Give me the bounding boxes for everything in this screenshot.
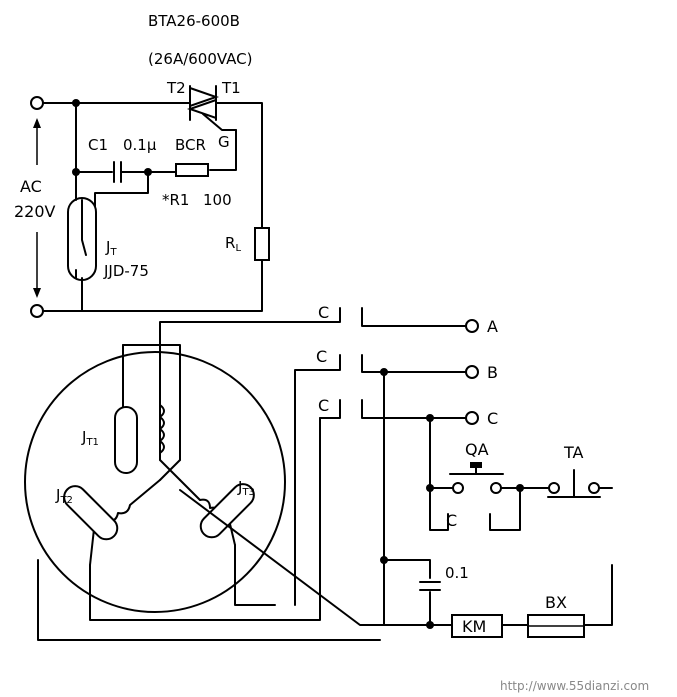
phase-c-motor-wire (319, 399, 341, 419)
jt2-return-lead (37, 559, 381, 641)
control-circuit: 0.1 QA C TA KM (379, 371, 613, 638)
ac-voltage-arrow (33, 118, 41, 298)
jt1-label: JT1 (81, 428, 99, 448)
ac-label: AC (20, 177, 42, 196)
ac-terminal-bottom (30, 304, 44, 318)
qa-label: QA (465, 440, 489, 459)
jt-model-label: JJD-75 (103, 262, 149, 280)
triac-control-circuit: AC 220V BTA26-600B (26A/600VAC) T2 T1 G … (14, 12, 270, 318)
thermal-switch-jt (67, 197, 97, 281)
rl-label: RL (225, 234, 241, 254)
ta-pushbutton[interactable] (547, 469, 601, 498)
jt3-capsule (199, 483, 255, 539)
phase-b-line-wire (361, 354, 467, 373)
gate-wire (209, 129, 237, 171)
r1-value: 100 (203, 191, 232, 209)
jt-feed-wire (94, 171, 149, 216)
phase-c-label: C (487, 409, 498, 428)
contact-c-label: C (318, 396, 329, 415)
motor-housing (24, 351, 286, 613)
gate-label: G (218, 133, 230, 151)
r1-label: *R1 (162, 191, 189, 209)
rl-resistor (254, 227, 270, 261)
phase-c-line-wire (361, 399, 467, 419)
km-label: KM (462, 617, 486, 636)
holding-contact-left (429, 487, 449, 531)
phase-a-label: A (487, 317, 498, 336)
coil-c-lead (234, 544, 276, 606)
jt1-loop (122, 344, 181, 461)
qa-pushbutton[interactable] (449, 462, 504, 494)
jt2-label: JT2 (55, 486, 73, 506)
bx-out-wire (583, 564, 613, 626)
triac-symbol (186, 85, 237, 131)
phase-b-terminal[interactable] (465, 365, 479, 379)
jt2-capsule (63, 485, 119, 541)
motor: JT1 JT2 JT3 (24, 326, 431, 641)
contact-b-label: C (316, 347, 327, 366)
triac-part-label: BTA26-600B (148, 12, 240, 30)
jt-label: JT (105, 238, 117, 258)
phase-b-motor-wire (294, 354, 341, 606)
phase-c-terminal[interactable] (465, 411, 479, 425)
coil-a (159, 404, 165, 454)
bx-label: BX (545, 593, 567, 612)
c1-value: 0.1μ (123, 136, 157, 154)
contact-a-label: C (318, 303, 329, 322)
jt1-capsule (114, 406, 138, 474)
holding-contact-label: C (446, 511, 457, 530)
cap-top-wire (383, 559, 431, 579)
phase-a-terminal[interactable] (465, 319, 479, 333)
jt3-label: JT3 (237, 478, 255, 498)
ac-voltage-label: 220V (14, 202, 56, 221)
c1-label: C1 (88, 136, 108, 154)
contactor-main-contacts: C A C B C C (159, 303, 498, 606)
holding-contact-right (489, 487, 521, 531)
junction-dot (426, 621, 434, 629)
bottom-rail-wire (42, 259, 263, 312)
phase-b-label: B (487, 363, 498, 382)
t2-label: T2 (166, 79, 186, 97)
t1-label: T1 (221, 79, 241, 97)
triac-rating-label: (26A/600VAC) (148, 50, 253, 68)
star-point (159, 459, 181, 481)
watermark: http://www.55dianzi.com (500, 679, 649, 693)
phase-a-line-wire (361, 307, 467, 327)
cap-value-label: 0.1 (445, 564, 469, 582)
phase-c-bus (429, 417, 453, 489)
ta-label: TA (563, 443, 584, 462)
phase-a-motor-wire (159, 307, 341, 328)
coil-b-lead (89, 417, 321, 621)
bcr-resistor (175, 163, 209, 177)
bcr-label: BCR (175, 136, 206, 154)
ac-terminal-top (30, 96, 44, 110)
t1-wire (215, 102, 263, 229)
